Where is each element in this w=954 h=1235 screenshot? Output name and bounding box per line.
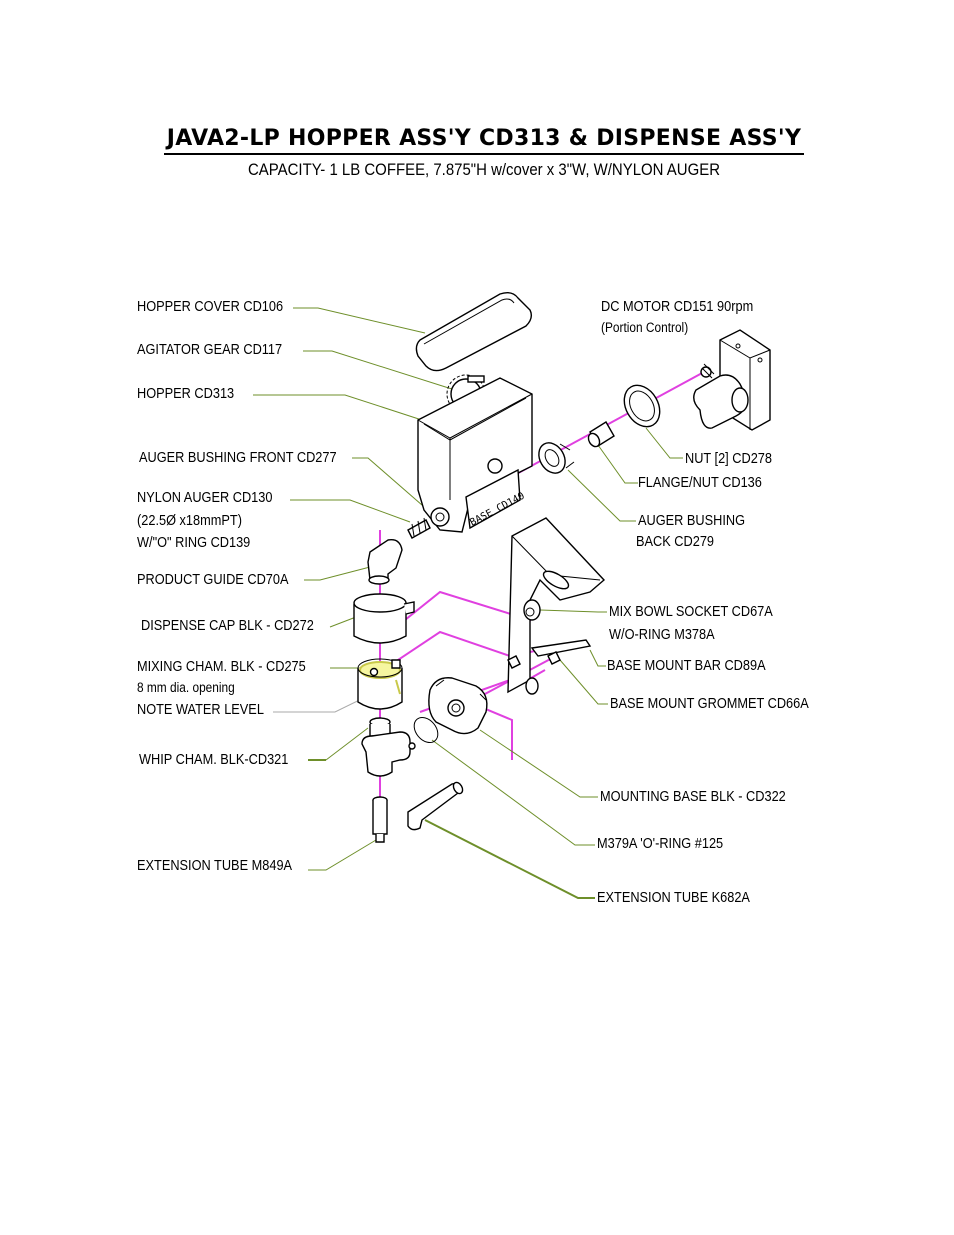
label-mounting-base: MOUNTING BASE BLK - CD322 <box>600 789 786 805</box>
label-mix-bowl-socket-oring: W/O-RING M378A <box>609 627 715 643</box>
leader-nut <box>645 427 683 459</box>
leader-dispense-cap <box>329 616 357 628</box>
mix-bowl-socket <box>523 599 541 621</box>
mounting-bracket-plate <box>507 517 606 694</box>
leader-auger-bushing-back <box>567 469 636 522</box>
leader-nylon-auger <box>290 499 411 523</box>
label-whip-chamber: WHIP CHAM. BLK-CD321 <box>139 752 289 768</box>
label-auger-bushing-front: AUGER BUSHING FRONT CD277 <box>139 450 337 466</box>
hopper-cover <box>415 291 533 372</box>
label-mixing-chamber: MIXING CHAM. BLK - CD275 <box>137 659 306 675</box>
label-mixing-chamber-water: NOTE WATER LEVEL <box>137 702 264 718</box>
leader-extension-tube-k682a <box>424 819 595 899</box>
label-mix-bowl-socket: MIX BOWL SOCKET CD67A <box>609 604 773 620</box>
dc-motor <box>693 329 771 431</box>
leader-base-mount-grommet <box>559 659 608 705</box>
label-nut: NUT [2] CD278 <box>685 451 772 467</box>
label-auger-bushing-back: AUGER BUSHING <box>638 513 746 529</box>
label-dispense-cap: DISPENSE CAP BLK - CD272 <box>141 618 314 634</box>
page-subtitle: CAPACITY- 1 LB COFFEE, 7.875"H w/cover x… <box>247 160 721 179</box>
auger-bushing-back <box>538 442 575 474</box>
label-dc-motor: DC MOTOR CD151 90rpm <box>601 299 754 315</box>
label-base-mount-grommet: BASE MOUNT GROMMET CD66A <box>610 696 809 712</box>
leader-lines <box>253 307 683 899</box>
label-product-guide: PRODUCT GUIDE CD70A <box>137 572 289 588</box>
label-auger-bushing-back-code: BACK CD279 <box>636 534 715 550</box>
label-extension-tube-k682a: EXTENSION TUBE K682A <box>597 890 750 906</box>
dispense-cap <box>353 593 415 644</box>
nylon-auger <box>407 517 431 539</box>
label-hopper: HOPPER CD313 <box>137 386 235 402</box>
label-agitator-gear: AGITATOR GEAR CD117 <box>137 342 283 358</box>
leader-o-ring <box>431 739 595 846</box>
label-flange-nut: FLANGE/NUT CD136 <box>638 475 762 491</box>
leader-mix-bowl-socket <box>539 609 607 613</box>
hopper-base-plate <box>465 468 521 530</box>
leader-auger-bushing-front <box>352 457 431 513</box>
label-base-mount-bar: BASE MOUNT BAR CD89A <box>607 658 766 674</box>
leader-flange-nut <box>597 444 638 484</box>
leader-extension-tube-m849a <box>308 839 377 871</box>
whip-chamber <box>361 717 416 777</box>
label-nylon-auger: NYLON AUGER CD130 <box>137 490 273 506</box>
base-mount-grommets <box>507 651 561 669</box>
label-hopper-cover: HOPPER COVER CD106 <box>137 299 284 315</box>
leader-product-guide <box>304 566 371 581</box>
leader-hopper <box>253 394 429 423</box>
mixing-chamber <box>357 658 403 710</box>
label-nylon-auger-size: (22.5Ø x18mmPT) <box>137 513 242 529</box>
base-mount-bar <box>530 639 592 657</box>
leader-agitator-gear <box>303 350 456 391</box>
product-guide <box>367 539 403 585</box>
extension-tube-k682a <box>407 781 464 831</box>
leader-whip-chamber <box>325 727 369 761</box>
axis-base-bar <box>379 630 561 673</box>
label-dc-motor-note: (Portion Control) <box>601 320 689 335</box>
leader-hopper-cover <box>293 307 426 334</box>
flange-nut <box>587 421 615 448</box>
water-level-highlight <box>359 661 401 679</box>
extension-tube-m849a <box>372 796 388 843</box>
label-mixing-chamber-opening: 8 mm dia. opening <box>137 680 235 695</box>
nut-cd278 <box>623 384 661 428</box>
o-ring <box>413 716 439 744</box>
page-title: JAVA2-LP HOPPER ASS'Y CD313 & DISPENSE A… <box>164 126 804 155</box>
mounting-base <box>428 677 539 735</box>
label-o-ring: M379A 'O'-RING #125 <box>597 836 724 852</box>
label-nylon-auger-oring: W/"O" RING CD139 <box>137 535 251 551</box>
hopper-body: BASE CD140 <box>417 377 533 533</box>
leader-base-mount-bar <box>589 649 606 667</box>
label-extension-tube-m849a: EXTENSION TUBE M849A <box>137 858 293 874</box>
leader-mounting-base <box>479 729 598 798</box>
